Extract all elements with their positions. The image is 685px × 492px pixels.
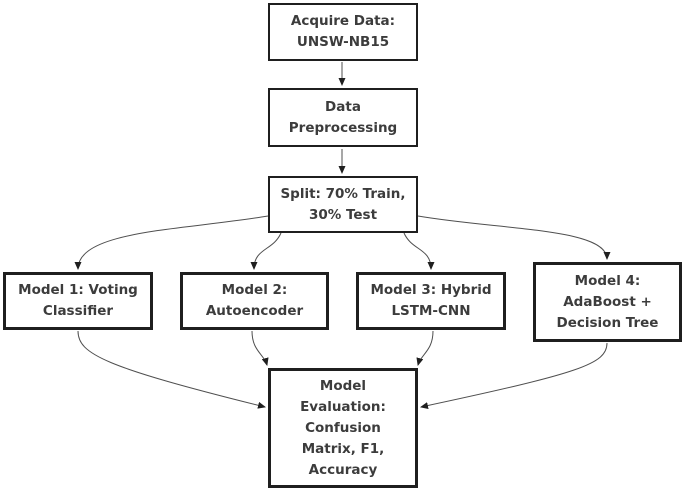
node-model4-adaboost-decision-tree: Model 4: AdaBoost + Decision Tree (533, 262, 682, 342)
node-model1-label: Model 1: Voting Classifier (18, 282, 138, 319)
node-model2-autoencoder: Model 2: Autoencoder (180, 272, 329, 330)
node-data-preprocessing-label: Data Preprocessing (288, 98, 398, 136)
node-train-test-split: Split: 70% Train, 30% Test (268, 176, 418, 233)
edge-split-to-model4 (417, 215, 611, 260)
node-model2-label: Model 2: Autoencoder (205, 282, 304, 319)
edge-split-to-model3 (403, 232, 435, 270)
edge-split-to-model2 (250, 232, 282, 270)
edge-model2-to-evaluation (251, 330, 269, 366)
edge-model4-to-evaluation (420, 342, 608, 409)
node-acquire-data: Acquire Data: UNSW-NB15 (268, 3, 418, 61)
node-model1-voting-classifier: Model 1: Voting Classifier (3, 272, 153, 330)
node-model4-label: Model 4: AdaBoost + Decision Tree (556, 272, 659, 331)
node-model3-label: Model 3: Hybrid LSTM-CNN (370, 282, 492, 319)
node-model3-hybrid-lstm-cnn: Model 3: Hybrid LSTM-CNN (356, 272, 506, 330)
edge-model1-to-evaluation (77, 330, 266, 409)
node-model-evaluation-label: Model Evaluation: Confusion Matrix, F1, … (300, 377, 386, 478)
node-data-preprocessing: Data Preprocessing (268, 88, 418, 147)
edge-model3-to-evaluation (416, 330, 434, 366)
edge-split-to-model1 (74, 215, 269, 270)
node-train-test-split-label: Split: 70% Train, 30% Test (280, 185, 406, 223)
node-acquire-data-label: Acquire Data: UNSW-NB15 (290, 13, 396, 50)
node-model-evaluation: Model Evaluation: Confusion Matrix, F1, … (268, 368, 418, 488)
